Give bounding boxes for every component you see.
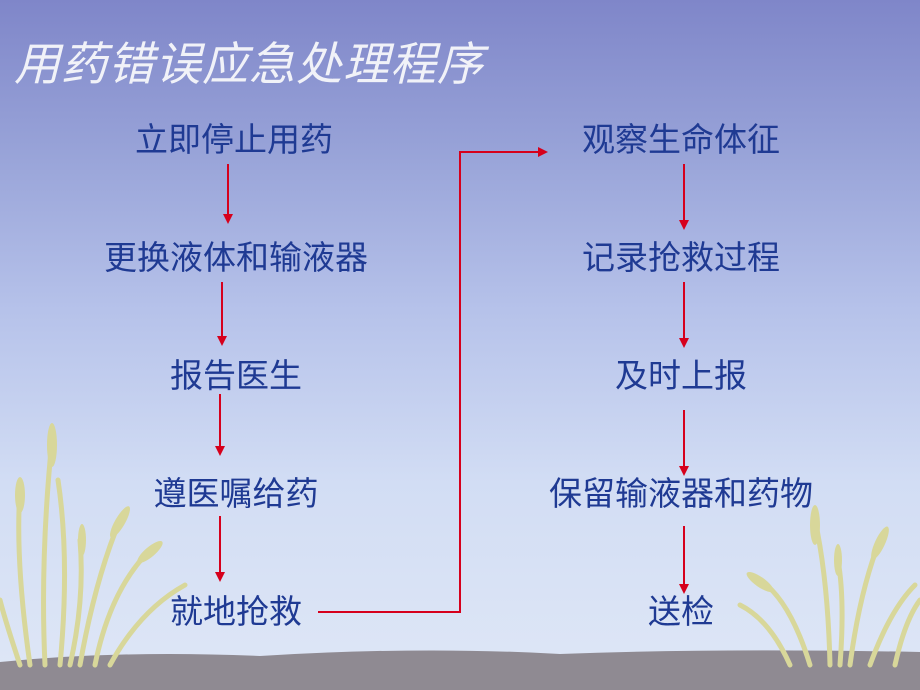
step-observe-vitals: 观察生命体征 bbox=[582, 120, 780, 159]
step-send-for-testing: 送检 bbox=[648, 592, 714, 631]
slide-title: 用药错误应急处理程序 bbox=[14, 37, 484, 91]
step-report-doctor: 报告医生 bbox=[170, 356, 302, 395]
step-replace-infusion: 更换液体和输液器 bbox=[104, 238, 368, 277]
grass-left-heads bbox=[15, 423, 163, 563]
connector-arrow bbox=[318, 147, 548, 613]
step-report-promptly: 及时上报 bbox=[615, 356, 747, 395]
step-record-rescue: 记录抢救过程 bbox=[582, 238, 780, 277]
grass-right-heads bbox=[746, 505, 889, 593]
grass-right bbox=[737, 517, 920, 668]
step-keep-evidence: 保留输液器和药物 bbox=[549, 474, 813, 513]
left-arrows bbox=[215, 164, 233, 582]
ground bbox=[0, 650, 920, 690]
step-follow-orders: 遵医嘱给药 bbox=[153, 474, 319, 513]
step-stop-medication: 立即停止用药 bbox=[135, 120, 333, 159]
step-rescue-on-site: 就地抢救 bbox=[170, 592, 302, 631]
grass-left bbox=[0, 437, 188, 668]
